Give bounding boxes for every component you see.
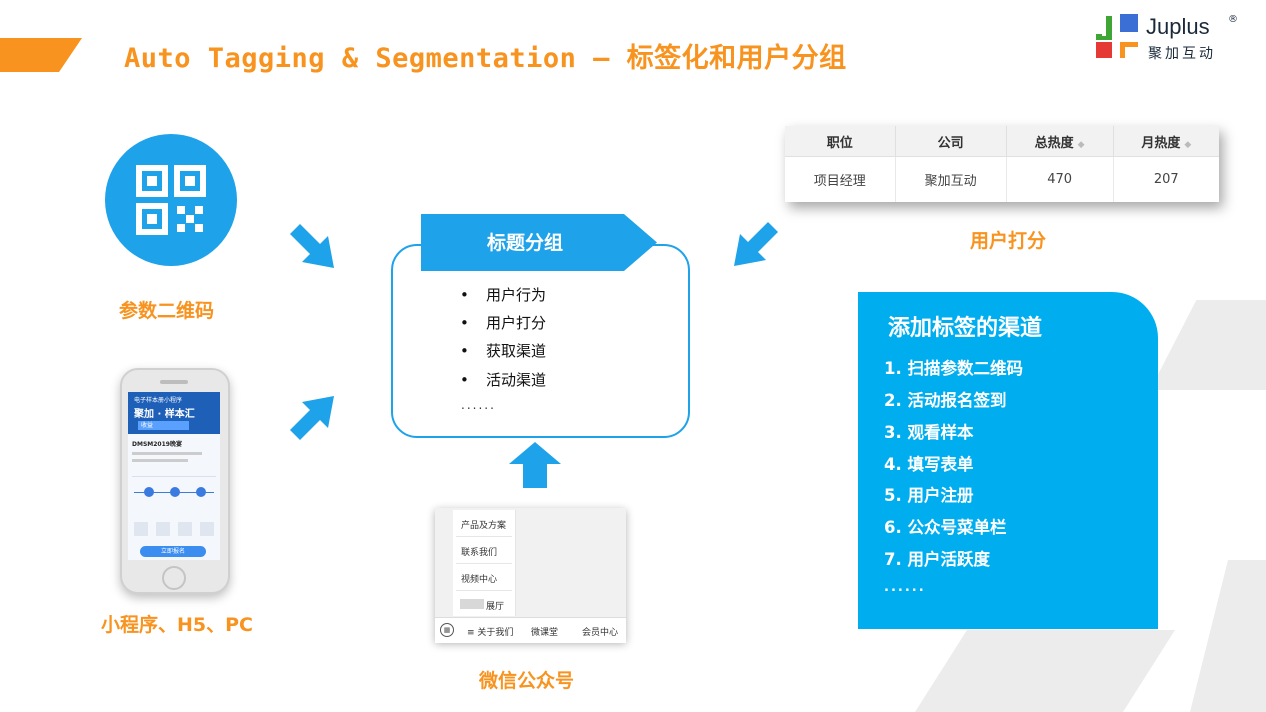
table-header-row: 职位 公司 总热度◆ 月热度◆ (785, 126, 1219, 157)
wechat-menu-item[interactable]: 视频中心 (461, 575, 498, 585)
tag-channels-title: 添加标签的渠道 (888, 316, 1043, 341)
segmentation-list-item: •用户打分 (460, 314, 547, 332)
phone-flow-line (134, 492, 214, 493)
qr-code-icon (136, 165, 206, 235)
wechat-bar-item-about[interactable]: ≡ 关于我们 (467, 628, 514, 638)
table-header-company: 公司 (895, 126, 1007, 157)
segmentation-header-banner (421, 214, 657, 271)
logo-registered-mark: ® (1228, 14, 1238, 25)
wechat-bar-item-member[interactable]: 会员中心 (582, 628, 619, 638)
phone-small-title: 电子样本册小程序 (134, 397, 183, 404)
arrow-up-right-icon (290, 396, 334, 440)
phone-grid-placeholder (134, 522, 214, 536)
page-title: Auto Tagging & Segmentation – 标签化和用户分组 (124, 43, 847, 74)
channel-item: 7. 用户活跃度 (884, 550, 990, 569)
sort-icon[interactable]: ◆ (1077, 139, 1085, 150)
background-decor-block (915, 630, 1175, 712)
phone-info-line (132, 452, 202, 455)
phone-home-button (162, 566, 186, 590)
phone-flow-diagram (132, 476, 216, 521)
table-cell: 470 (1006, 156, 1114, 202)
title-accent-bar (0, 38, 82, 72)
wechat-menu-item[interactable]: 展厅 (486, 602, 505, 612)
wechat-bottom-bar (435, 617, 626, 643)
user-score-label: 用户打分 (970, 230, 1047, 252)
table-cell: 项目经理 (785, 156, 896, 202)
keyboard-icon[interactable]: ▦ (440, 623, 454, 637)
arrow-up-icon (509, 442, 561, 488)
phone-screen: 电子样本册小程序 聚加 · 样本汇 收益 DMSM2019晚宴 立即报名 (128, 392, 220, 560)
channel-item: 1. 扫描参数二维码 (884, 359, 1023, 378)
wechat-menu-blurred-text (460, 599, 484, 609)
background-decor-stripe (1150, 300, 1266, 390)
table-cell: 聚加互动 (895, 156, 1007, 202)
wechat-label: 微信公众号 (479, 670, 575, 692)
wechat-menu-item[interactable]: 产品及方案 (461, 521, 507, 531)
channel-item: 2. 活动报名签到 (884, 391, 1007, 410)
wechat-bar-item-class[interactable]: 微课堂 (531, 628, 559, 638)
logo-text: Juplus (1146, 14, 1210, 39)
table-header-position: 职位 (785, 126, 896, 157)
phone-banner: 电子样本册小程序 聚加 · 样本汇 收益 (128, 392, 220, 434)
segmentation-heading: 标题分组 (486, 232, 563, 254)
qr-code-circle (105, 134, 237, 266)
phone-info-line (132, 459, 188, 462)
channel-item: 3. 观看样本 (884, 423, 974, 442)
arrow-down-left-icon (734, 222, 778, 266)
qr-label: 参数二维码 (119, 300, 215, 322)
background-decor-corner (1190, 560, 1266, 712)
user-score-table: 职位 公司 总热度◆ 月热度◆ 项目经理 聚加互动 470 207 (785, 126, 1219, 202)
segmentation-list-item: •活动渠道 (460, 371, 547, 389)
phone-register-button[interactable]: 立即报名 (140, 546, 206, 557)
segmentation-list-item: •用户行为 (460, 286, 547, 304)
logo-subtitle: 聚加互动 (1148, 46, 1216, 62)
table-cell: 207 (1153, 172, 1179, 187)
logo-icon (1096, 14, 1142, 60)
mini-program-label: 小程序、H5、PC (101, 614, 253, 636)
phone-banner-badge: 收益 (138, 421, 189, 430)
channel-item: 5. 用户注册 (884, 486, 974, 505)
wechat-menu-item[interactable]: 联系我们 (461, 548, 498, 558)
segmentation-more: ...... (461, 398, 496, 412)
segmentation-box (391, 244, 690, 438)
wechat-menu-divider (456, 590, 512, 591)
sort-icon[interactable]: ◆ (1184, 139, 1192, 150)
table-header-monthly-heat[interactable]: 月热度◆ (1113, 126, 1219, 157)
wechat-menu-divider (456, 536, 512, 537)
channel-item: 6. 公众号菜单栏 (884, 518, 1007, 537)
tag-channels-box (858, 292, 1158, 629)
phone-speaker (160, 380, 188, 384)
channel-more: ...... (884, 580, 926, 595)
wechat-menu-divider (456, 563, 512, 564)
table-row: 项目经理 聚加互动 470 207 (785, 156, 1219, 202)
channel-item: 4. 填写表单 (884, 455, 974, 474)
segmentation-list-item: •获取渠道 (460, 342, 547, 360)
phone-event-title: DMSM2019晚宴 (132, 441, 182, 448)
phone-banner-title: 聚加 · 样本汇 (134, 409, 195, 420)
arrow-down-right-icon (290, 224, 334, 268)
table-header-total-heat[interactable]: 总热度◆ (1006, 126, 1114, 157)
